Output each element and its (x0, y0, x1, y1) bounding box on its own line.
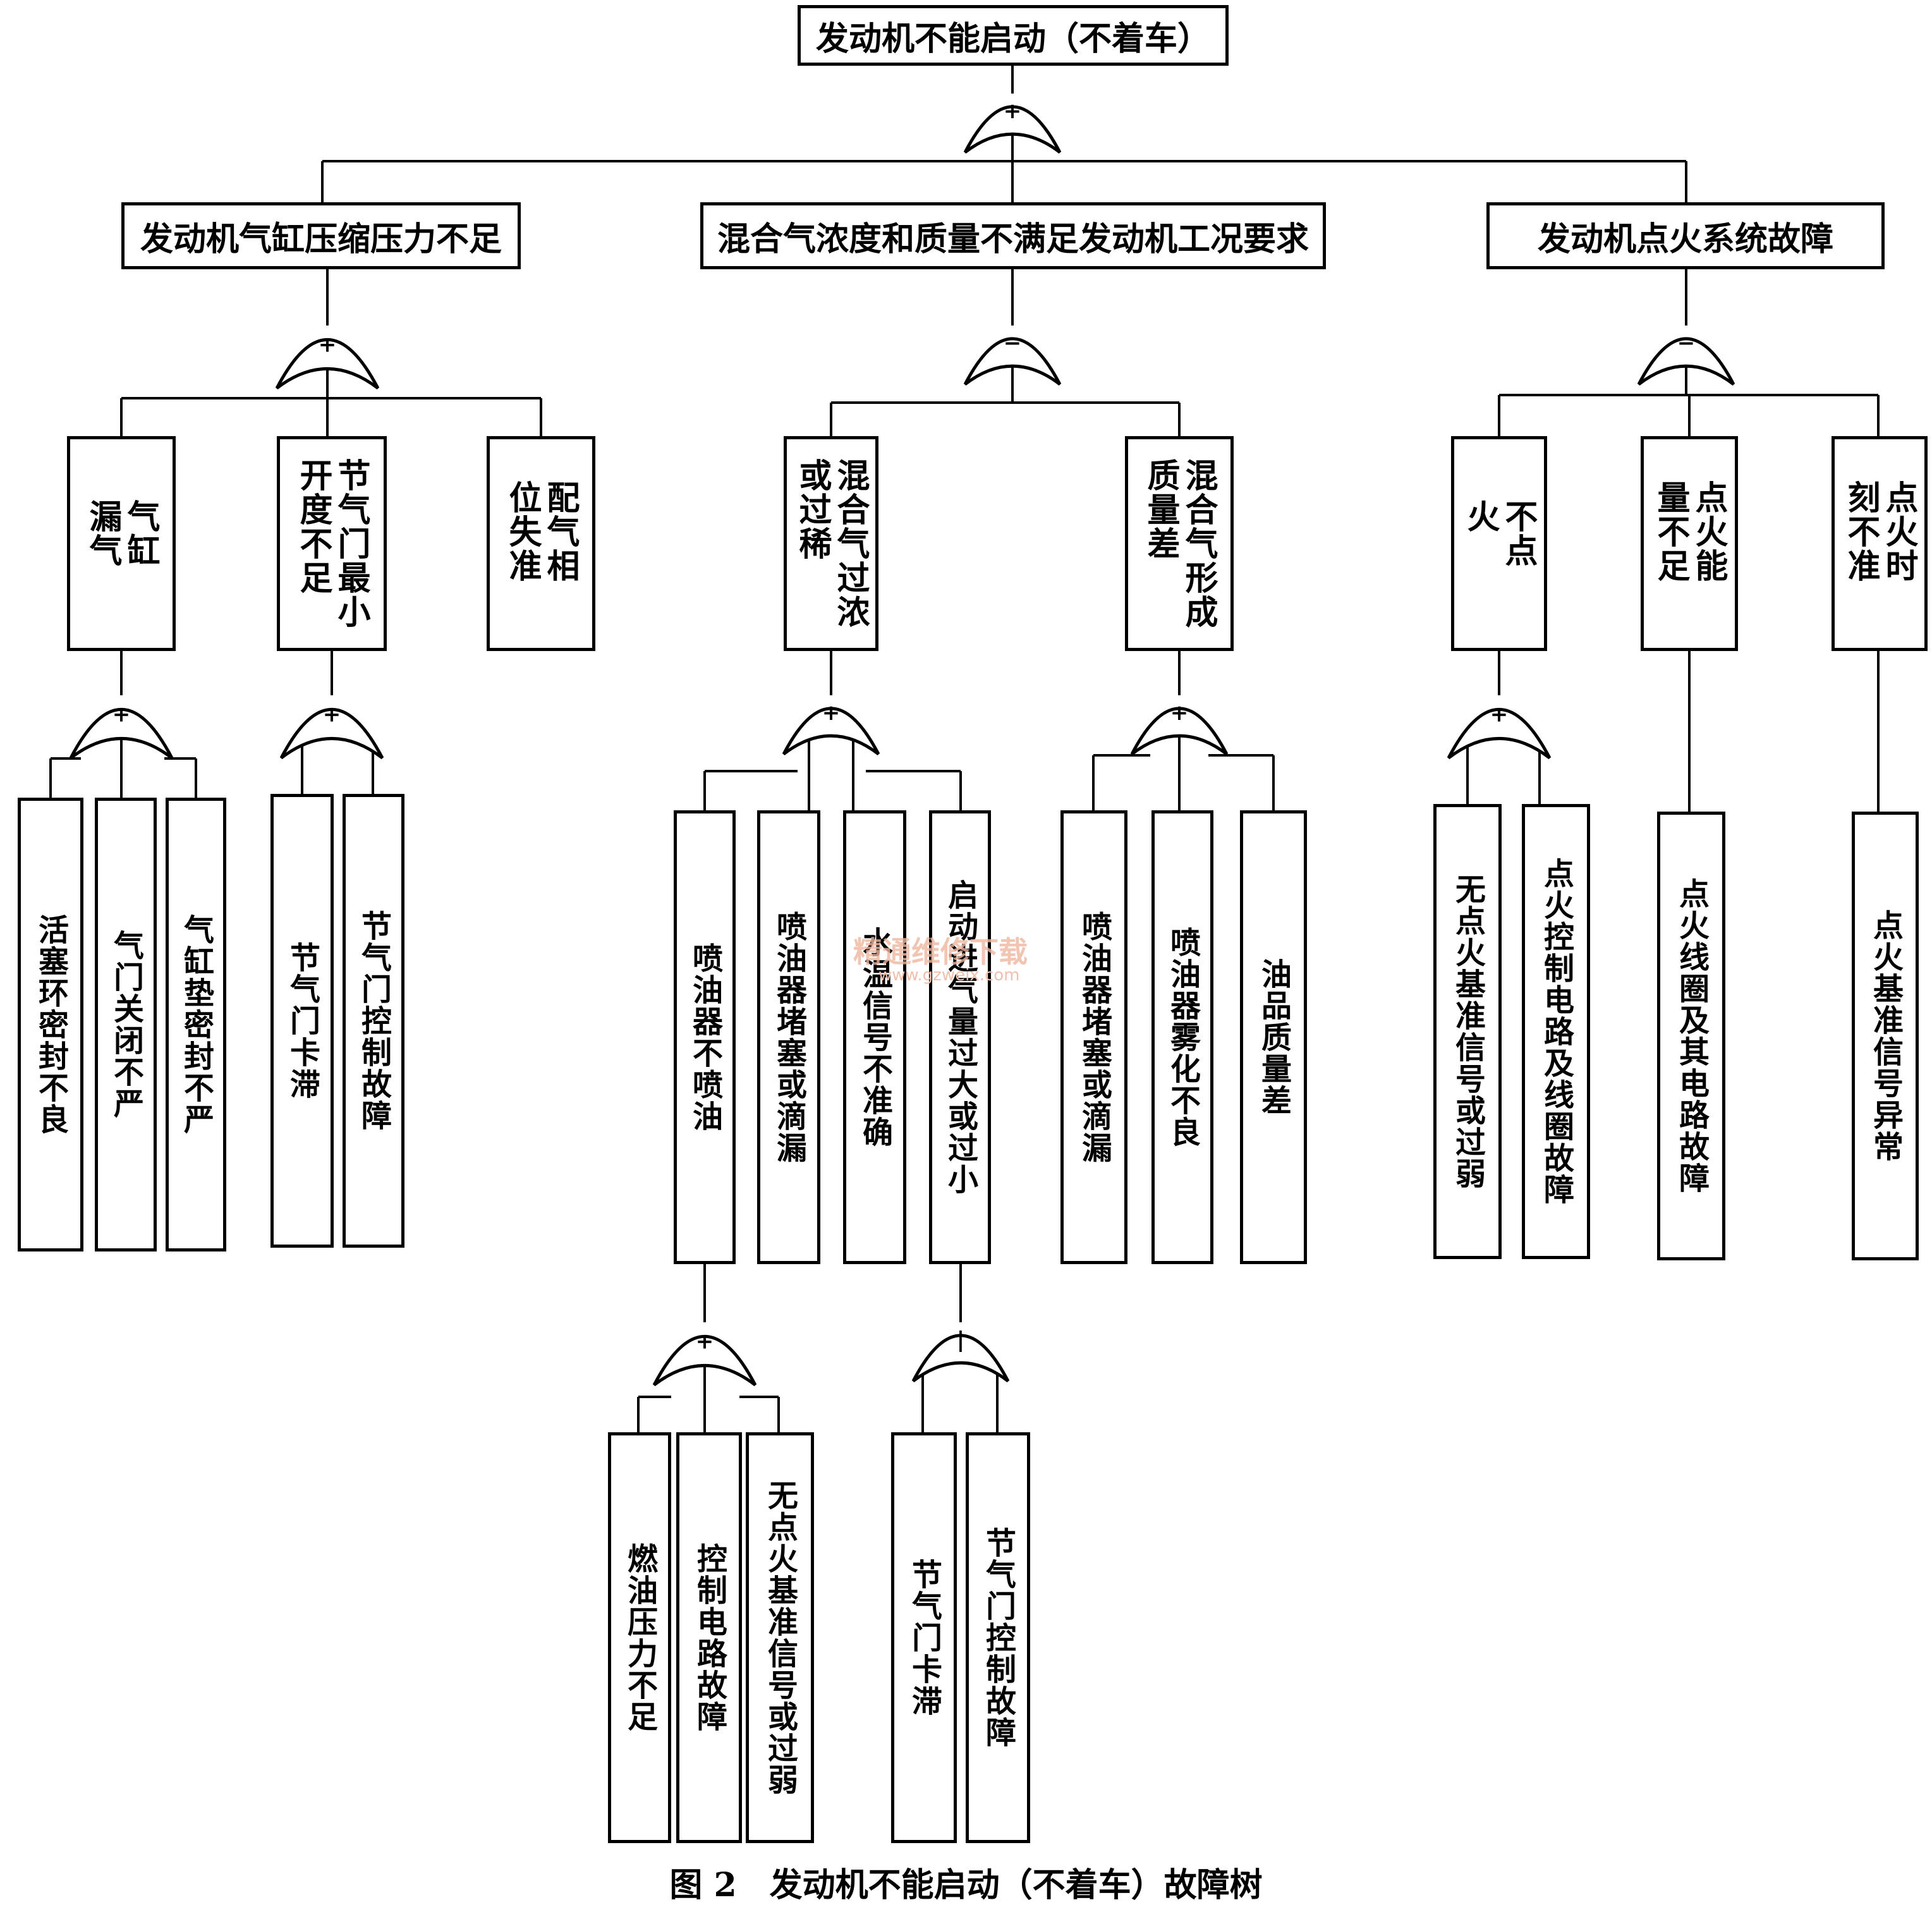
event-head-gasket-label: 气缸垫密封不严 (178, 914, 214, 1135)
event-injector-no-spray: 喷油器不喷油 (674, 810, 736, 1264)
event-injector-clog-b: 喷油器堵塞或滴漏 (1060, 810, 1127, 1264)
or-gate-cylinder-leak-symbol: + (112, 702, 131, 728)
event-throttle-stuck-b-label: 节气门卡滞 (906, 1559, 942, 1717)
event-mixture-quality: 混合气形成质量差 (1125, 436, 1234, 651)
root-event-box: 发动机不能启动（不着车） (798, 5, 1229, 66)
event-fuel-quality-label: 油品质量差 (1256, 958, 1291, 1116)
event-piston-ring: 活塞环密封不良 (18, 798, 83, 1251)
watermark-url: www.gzweix.com (878, 966, 1020, 985)
event-injector-atom-label: 喷油器雾化不良 (1165, 927, 1200, 1148)
event-throttle-stuck-b: 节气门卡滞 (891, 1432, 957, 1843)
figure-caption: 图 2 发动机不能启动（不着车）故障树 (669, 1866, 1263, 1904)
event-fuel-pressure: 燃油压力不足 (608, 1432, 671, 1843)
event-no-ref-signal-b: 无点火基准信号或过弱 (746, 1432, 814, 1843)
event-injector-clog-b-label: 喷油器堵塞或滴漏 (1076, 911, 1112, 1164)
or-gate-root-symbol: + (1004, 99, 1022, 124)
gate-start-intake: | (911, 1327, 1010, 1382)
event-fuel-pressure-label: 燃油压力不足 (622, 1543, 657, 1732)
or-gate-injector-no-spray-symbol: + (696, 1329, 714, 1355)
or-gate-compression-symbol: + (319, 332, 337, 358)
event-ignition: 发动机点火系统故障 (1486, 202, 1885, 269)
event-throttle-min-opening: 节气门最小开度不足 (277, 436, 387, 651)
event-compression: 发动机气缸压缩压力不足 (121, 202, 521, 269)
event-valve-close-label: 气门关闭不严 (108, 930, 143, 1119)
or-gate-no-spark-symbol: + (1490, 702, 1509, 728)
gate-start-intake-symbol: | (957, 1327, 964, 1353)
event-throttle-stuck-a-label: 节气门卡滞 (284, 942, 320, 1100)
event-ref-signal-abnormal-label: 点火基准信号异常 (1868, 910, 1903, 1162)
event-valve-close: 气门关闭不严 (95, 798, 157, 1251)
event-valve-timing: 配气相位失准 (487, 436, 595, 651)
or-gate-injector-no-spray: + (652, 1329, 757, 1387)
event-cylinder-leak: 气缸漏气 (67, 436, 176, 651)
event-ctrl-circuit: 控制电路故障 (676, 1432, 742, 1843)
or-gate-mixture-quality-symbol: + (1170, 700, 1189, 726)
gate-mixture-symbol: − (1004, 331, 1022, 356)
event-injector-clog-a-label: 喷油器堵塞或滴漏 (771, 911, 806, 1164)
event-ctrl-circuit-label: 控制电路故障 (691, 1543, 727, 1732)
or-gate-throttle-opening-symbol: + (323, 702, 341, 728)
event-throttle-ctrl-b-label: 节气门控制故障 (980, 1527, 1016, 1748)
event-coolant-signal-label: 水温信号不准确 (857, 927, 892, 1148)
event-no-spark-label: 不点火 (1461, 499, 1537, 568)
event-coolant-signal: 水温信号不准确 (843, 810, 906, 1264)
event-valve-timing-label: 配气相位失准 (503, 480, 579, 583)
event-mixture-rich-lean-label: 混合气过浓或过稀 (793, 458, 869, 629)
or-gate-throttle-opening: + (279, 702, 384, 760)
event-head-gasket: 气缸垫密封不严 (166, 798, 226, 1251)
event-mixture-rich-lean: 混合气过浓或过稀 (784, 436, 878, 651)
event-mixture: 混合气浓度和质量不满足发动机工况要求 (700, 202, 1326, 269)
event-ref-signal-abnormal: 点火基准信号异常 (1852, 812, 1919, 1260)
event-coil-circuit: 点火线圈及其电路故障 (1657, 812, 1725, 1260)
or-gate-mixture-quality: + (1130, 700, 1229, 755)
gate-ignition-symbol: − (1677, 331, 1696, 356)
event-throttle-ctrl-b: 节气门控制故障 (966, 1432, 1030, 1843)
root-event-label: 发动机不能启动（不着车） (815, 20, 1210, 58)
event-fuel-quality: 油品质量差 (1240, 810, 1307, 1264)
event-throttle-stuck-a: 节气门卡滞 (270, 794, 334, 1248)
event-throttle-ctrl-a-label: 节气门控制故障 (356, 910, 391, 1131)
event-throttle-min-opening-label: 节气门最小开度不足 (294, 458, 370, 629)
event-injector-clog-a: 喷油器堵塞或滴漏 (757, 810, 820, 1264)
event-no-ref-signal-b-label: 无点火基准信号或过弱 (762, 1480, 798, 1796)
or-gate-compression: + (275, 332, 380, 390)
event-spark-energy: 点火能量不足 (1641, 436, 1738, 651)
event-cylinder-leak-label: 气缸漏气 (83, 499, 159, 568)
event-spark-timing-label: 点火时刻不准 (1842, 480, 1917, 583)
event-ignition-label: 发动机点火系统故障 (1537, 220, 1833, 259)
event-ign-ctrl-circuit-label: 点火控制电路及线圈故障 (1538, 858, 1574, 1205)
event-no-spark: 不点火 (1451, 436, 1547, 651)
or-gate-no-spark: + (1447, 702, 1552, 760)
event-spark-timing: 点火时刻不准 (1832, 436, 1928, 651)
event-no-ref-signal-a-label: 无点火基准信号或过弱 (1450, 874, 1485, 1190)
gate-mixture: − (963, 331, 1062, 386)
event-throttle-ctrl-a: 节气门控制故障 (343, 794, 404, 1248)
event-no-ref-signal-a: 无点火基准信号或过弱 (1433, 804, 1502, 1259)
watermark-logo: 精通维修下载 (853, 935, 1028, 969)
or-gate-mixture-rich-lean-symbol: + (822, 700, 841, 726)
event-mixture-quality-label: 混合气形成质量差 (1141, 458, 1217, 629)
event-start-intake-label: 启动进气量过大或过小 (942, 879, 978, 1195)
event-mixture-label: 混合气浓度和质量不满足发动机工况要求 (717, 220, 1309, 259)
event-ign-ctrl-circuit: 点火控制电路及线圈故障 (1522, 804, 1590, 1259)
event-compression-label: 发动机气缸压缩压力不足 (140, 220, 502, 259)
event-piston-ring-label: 活塞环密封不良 (33, 914, 68, 1135)
or-gate-root: + (963, 99, 1062, 154)
event-start-intake: 启动进气量过大或过小 (929, 810, 991, 1264)
event-injector-no-spray-label: 喷油器不喷油 (687, 942, 722, 1132)
event-coil-circuit-label: 点火线圈及其电路故障 (1674, 878, 1709, 1194)
or-gate-mixture-rich-lean: + (782, 700, 880, 755)
or-gate-cylinder-leak: + (69, 702, 174, 760)
event-spark-energy-label: 点火能量不足 (1651, 480, 1727, 583)
gate-ignition: − (1637, 331, 1735, 386)
event-injector-atom: 喷油器雾化不良 (1151, 810, 1213, 1264)
